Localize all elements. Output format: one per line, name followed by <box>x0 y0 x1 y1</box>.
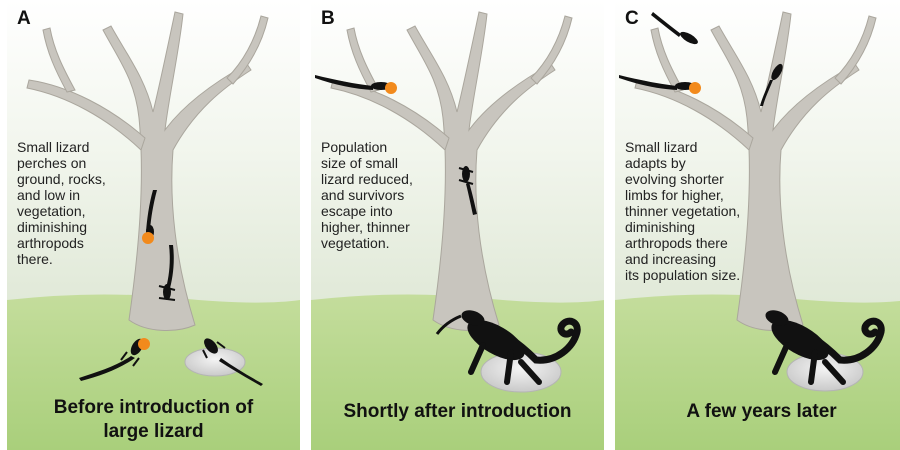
panel-description: Population size of small lizard reduced,… <box>321 139 461 251</box>
panel-b: B Population size of small lizard reduce… <box>311 0 604 450</box>
panel-letter: B <box>321 8 335 30</box>
panel-description: Small lizard perches on ground, rocks, a… <box>17 139 157 267</box>
panel-caption: Shortly after introduction <box>311 400 604 424</box>
panel-caption: Before introduction of large lizard <box>7 396 300 444</box>
panel-a: A Small lizard perches on ground, rocks,… <box>7 0 300 450</box>
panel-letter: A <box>17 8 31 30</box>
panel-description: Small lizard adapts by evolving shorter … <box>625 139 765 283</box>
panel-c: C Small lizard adapts by evolving shorte… <box>615 0 900 450</box>
panel-letter: C <box>625 8 639 30</box>
panel-caption: A few years later <box>615 400 900 424</box>
